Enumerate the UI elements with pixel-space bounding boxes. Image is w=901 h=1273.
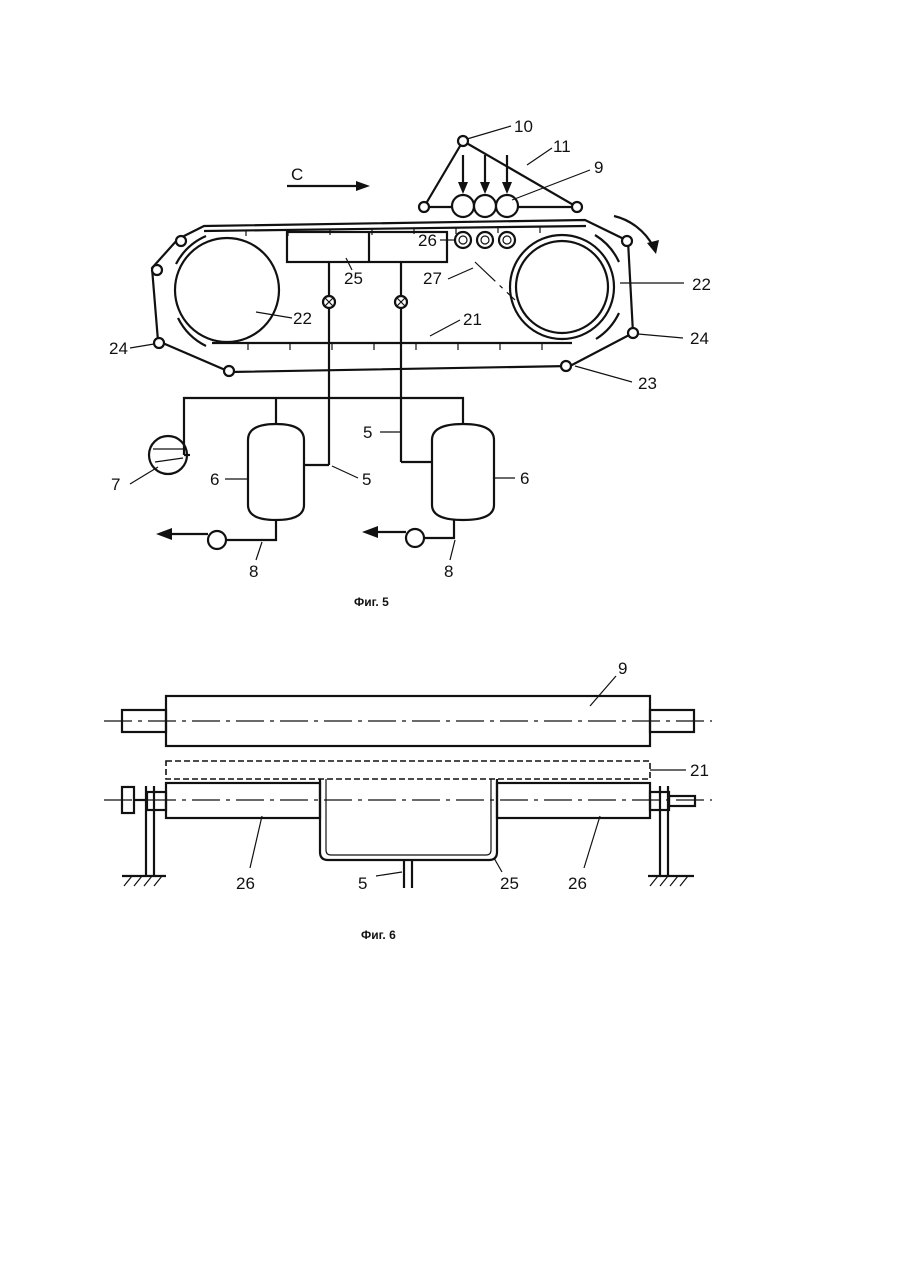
figure-5: C 10 11 9 26 27 25 22 22 21 24 24 23 7 6… — [109, 117, 711, 609]
drain-8-right — [424, 520, 454, 538]
figure-5-caption: Фиг. 5 — [354, 595, 389, 609]
label-10: 10 — [514, 117, 533, 136]
label-21: 21 — [690, 761, 709, 780]
label-27: 27 — [423, 269, 442, 288]
pulley-left — [419, 202, 429, 212]
drum-22-left — [175, 238, 279, 342]
label-26: 26 — [418, 231, 437, 250]
label-23: 23 — [638, 374, 657, 393]
rollers-26 — [455, 232, 515, 248]
label-6-right: 6 — [520, 469, 529, 488]
leader-lines-fig6 — [250, 676, 686, 876]
rotation-arrow — [614, 216, 653, 246]
belt-21 — [166, 761, 650, 779]
line-27 — [475, 262, 515, 300]
label-6-left: 6 — [210, 470, 219, 489]
label-22-left: 22 — [293, 309, 312, 328]
label-21: 21 — [463, 310, 482, 329]
direction-arrowhead — [356, 181, 370, 191]
direction-label: C — [291, 165, 303, 184]
label-22-right: 22 — [692, 275, 711, 294]
label-5-right: 5 — [363, 423, 372, 442]
header-pipe — [184, 398, 463, 455]
tank-6-right — [432, 424, 494, 520]
pulley-right — [572, 202, 582, 212]
label-8-right: 8 — [444, 562, 453, 581]
label-11: 11 — [553, 137, 571, 156]
label-5: 5 — [358, 874, 367, 893]
belt-23 — [152, 220, 633, 372]
label-24-left: 24 — [109, 339, 128, 358]
label-25: 25 — [344, 269, 363, 288]
label-8-left: 8 — [249, 562, 258, 581]
label-7: 7 — [111, 475, 120, 494]
tank-6-left — [248, 424, 304, 520]
label-9: 9 — [594, 158, 603, 177]
label-5-left: 5 — [362, 470, 371, 489]
vacuum-box-25 — [320, 779, 497, 860]
press-rollers-9 — [452, 155, 518, 217]
label-26-left: 26 — [236, 874, 255, 893]
figure-6-caption: Фиг. 6 — [361, 928, 396, 942]
figure-6: 9 21 26 26 5 25 Фиг. 6 — [104, 659, 712, 942]
label-25: 25 — [500, 874, 519, 893]
label-9: 9 — [618, 659, 627, 678]
drum-22-right — [510, 235, 614, 339]
pulley-10 — [458, 136, 468, 146]
valves — [323, 296, 407, 308]
belt-21-top — [204, 226, 586, 231]
fan-7 — [149, 436, 187, 474]
label-26-right: 26 — [568, 874, 587, 893]
corner-rollers-24 — [152, 236, 638, 376]
label-24-right: 24 — [690, 329, 709, 348]
drain-8-left — [226, 520, 276, 540]
